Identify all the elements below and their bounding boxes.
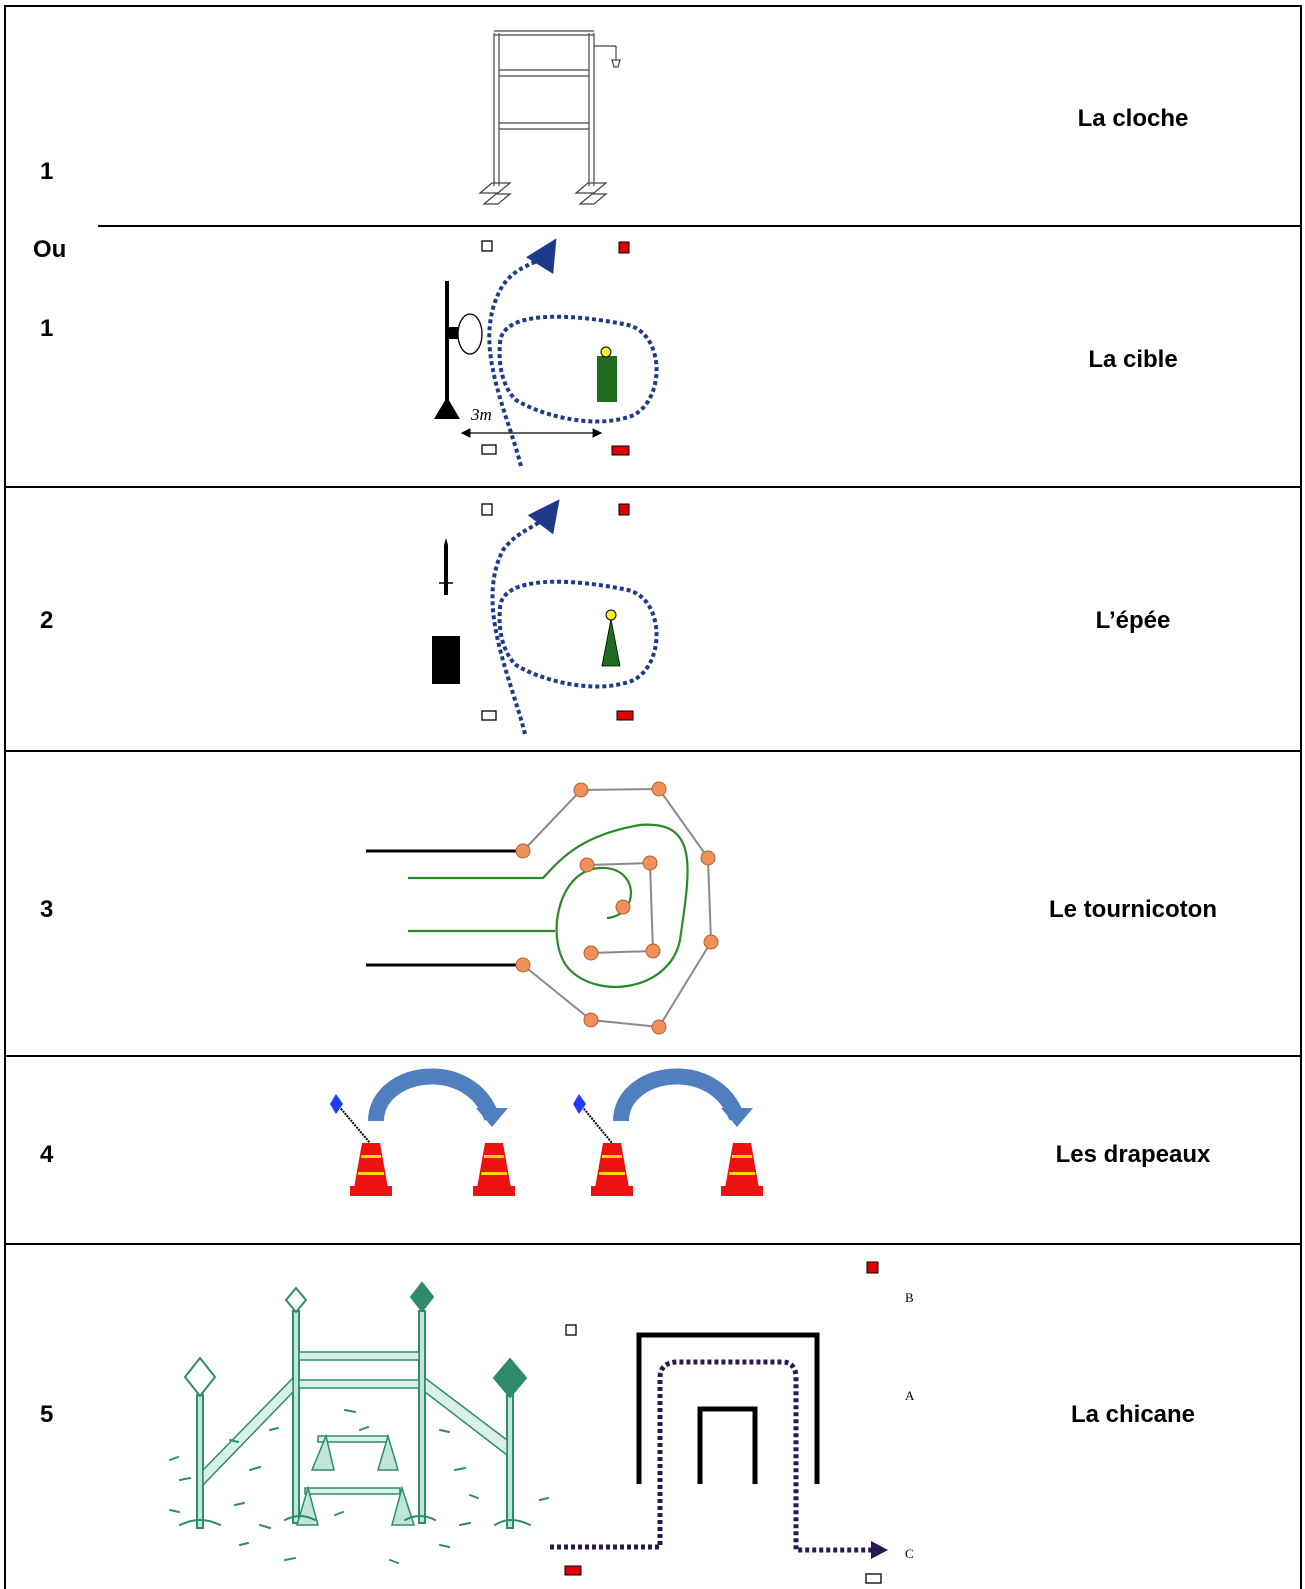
obstacle-name: L’épée — [1095, 607, 1171, 634]
row-divider — [98, 225, 1302, 227]
table-top-border — [4, 5, 1302, 7]
obstacle-name: Le tournicoton — [1049, 896, 1217, 923]
distance-label: 3m — [470, 405, 492, 424]
alternative-label: Ou — [33, 236, 67, 263]
obstacle-name: Les drapeaux — [1055, 1141, 1211, 1168]
tournicoton-drawing — [366, 781, 719, 1035]
marker-label-c: C — [905, 1546, 914, 1561]
chicane-plan — [550, 1261, 888, 1584]
cone — [721, 1143, 763, 1196]
row-number: 3 — [40, 896, 54, 923]
obstacle-name: La cible — [1088, 346, 1178, 373]
table-left-border — [4, 6, 6, 1589]
cone — [473, 1143, 515, 1196]
cone — [350, 1143, 392, 1196]
table-right-border — [1300, 6, 1302, 1589]
row-divider — [4, 1243, 1302, 1245]
flags-drawing — [330, 1068, 763, 1196]
row-number: 1 — [40, 158, 54, 185]
chicane-sketch — [169, 1281, 549, 1564]
row-number: 1 — [40, 315, 54, 342]
row-number: 4 — [40, 1141, 54, 1168]
bell-frame-drawing — [478, 30, 621, 205]
cone — [591, 1143, 633, 1196]
row-number: 2 — [40, 607, 54, 634]
row-number: 5 — [40, 1401, 54, 1428]
obstacle-name: La cloche — [1077, 105, 1189, 132]
row-divider — [4, 1055, 1302, 1057]
target-drawing — [434, 238, 659, 467]
sword-drawing — [432, 499, 659, 735]
marker-label-b: B — [905, 1290, 914, 1305]
row-divider — [4, 750, 1302, 752]
marker-label-a: A — [905, 1388, 915, 1403]
obstacle-name: La chicane — [1070, 1401, 1196, 1428]
row-divider — [4, 486, 1302, 488]
